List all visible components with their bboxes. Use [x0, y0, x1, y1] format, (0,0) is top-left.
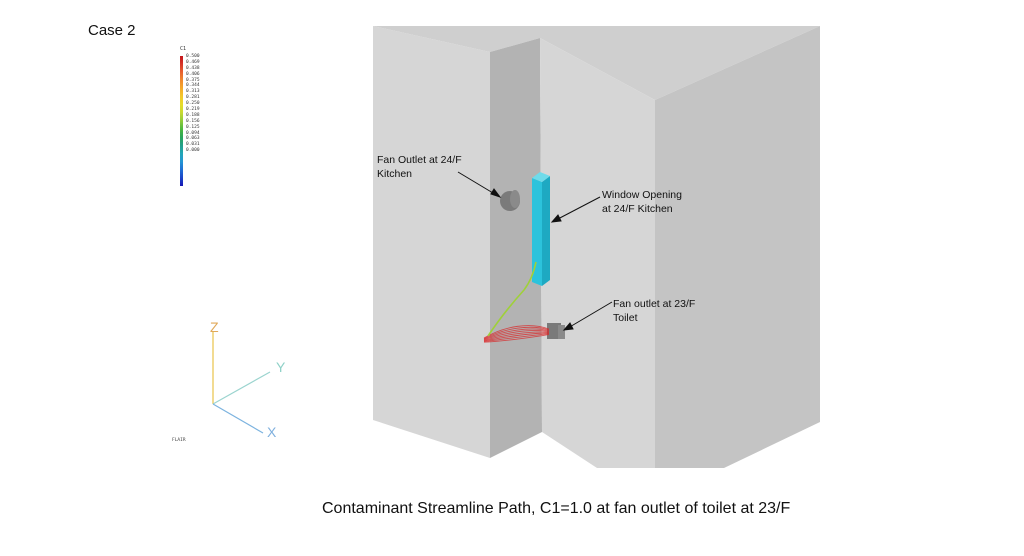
axes-footer: FLAIR — [172, 438, 186, 443]
legend-value: 0.344 — [186, 83, 200, 89]
streamline — [483, 325, 550, 339]
legend-value: 0.219 — [186, 107, 200, 113]
label-fan-outlet-23f-line1: Fan outlet at 23/F — [613, 298, 696, 310]
arrow-window-head — [550, 214, 562, 223]
legend-value: 0.406 — [186, 71, 200, 77]
legend-value: 0.094 — [186, 130, 200, 136]
streamline-rising — [487, 261, 537, 337]
arrow-fan23-head — [562, 322, 574, 331]
axes-triad: Z Y X — [210, 319, 286, 440]
label-fan-outlet-24f-line2: Kitchen — [377, 168, 413, 180]
annotation-arrows — [457, 171, 613, 331]
legend-value: 0.063 — [186, 136, 200, 142]
case-label: Case 2 — [88, 22, 136, 39]
x-axis-label: X — [267, 424, 277, 440]
right-wall-side — [655, 26, 820, 468]
legend-value: 0.438 — [186, 65, 200, 71]
figure-caption: Contaminant Streamline Path, C1=1.0 at f… — [322, 500, 791, 517]
legend-value: 0.469 — [186, 59, 200, 65]
legend-value: 0.375 — [186, 77, 200, 83]
y-axis-label: Y — [276, 359, 286, 375]
streamline — [483, 334, 550, 343]
streamline — [483, 332, 550, 342]
legend-value: 0.250 — [186, 101, 200, 107]
window-opening — [532, 172, 550, 286]
window-side-face — [542, 176, 550, 286]
fan-outlet-24f — [500, 190, 520, 211]
streamline — [483, 331, 550, 341]
fan-outlet-23f — [547, 323, 565, 339]
legend-value: 0.000 — [186, 148, 200, 154]
label-fan-outlet-23f: Fan outlet at 23/F Toilet — [613, 297, 695, 325]
legend-title: C1 — [180, 46, 187, 52]
legend-value: 0.313 — [186, 89, 200, 95]
z-axis-label: Z — [210, 319, 219, 335]
label-window-opening-line2: at 24/F Kitchen — [602, 203, 673, 215]
window-front-face — [532, 178, 542, 286]
arrow-fan24 — [457, 171, 499, 197]
label-fan-outlet-24f: Fan Outlet at 24/F Kitchen — [377, 153, 462, 181]
legend-value: 0.281 — [186, 95, 200, 101]
streamline — [483, 330, 550, 341]
label-fan-outlet-24f-line1: Fan Outlet at 24/F — [377, 154, 462, 166]
legend-value: 0.031 — [186, 142, 200, 148]
legend-value: 0.500 — [186, 54, 200, 59]
legend-value: 0.156 — [186, 118, 200, 124]
left-wall-front — [373, 26, 490, 458]
x-axis — [212, 403, 264, 434]
building-top — [373, 26, 820, 100]
legend-value: 0.188 — [186, 112, 200, 118]
streamline — [483, 333, 550, 343]
label-fan-outlet-23f-line2: Toilet — [613, 312, 638, 324]
streamline — [483, 328, 550, 340]
window-top-face — [532, 172, 550, 182]
y-axis — [212, 371, 271, 405]
contaminant-streamlines — [483, 325, 550, 343]
legend-color-bar — [180, 56, 183, 186]
arrow-window — [555, 196, 601, 221]
label-window-opening: Window Opening at 24/F Kitchen — [602, 188, 682, 216]
arrow-fan24-head — [490, 188, 502, 198]
middle-wall-front — [540, 38, 655, 468]
label-window-opening-line1: Window Opening — [602, 189, 682, 201]
legend-value: 0.125 — [186, 124, 200, 130]
streamline — [483, 326, 550, 340]
arrow-fan23 — [567, 301, 613, 329]
recess-wall — [490, 38, 542, 458]
